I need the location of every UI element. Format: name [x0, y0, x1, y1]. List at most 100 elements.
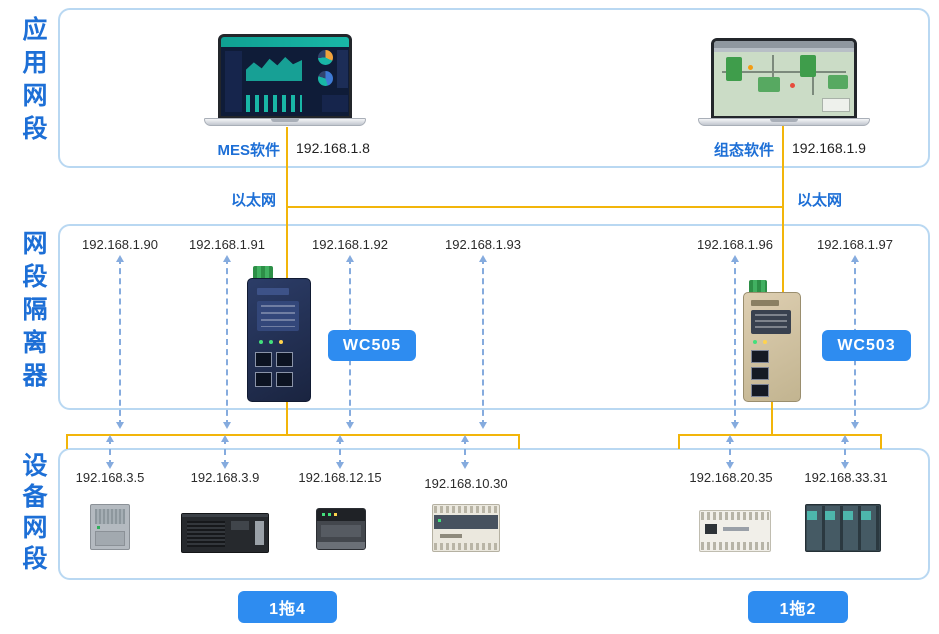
- wc503-terminal-block: [749, 280, 767, 294]
- plc1-status-led: [97, 526, 100, 529]
- plc3-led-2: [328, 513, 331, 516]
- device-ip-5: 192.168.20.35: [689, 470, 773, 485]
- scada-laptop-screen: [711, 38, 857, 118]
- wc505-eth-port-3: [255, 372, 272, 387]
- mapping-arrow-wc505-ip-2: [223, 255, 231, 429]
- wc505-eth-port-2: [276, 352, 293, 367]
- plc-device-4: [432, 504, 500, 552]
- scada-laptop-base: [698, 118, 870, 126]
- mes-ip-label: 192.168.1.8: [296, 140, 370, 156]
- device-ip-1: 192.168.3.5: [75, 470, 145, 485]
- laptop-notch: [271, 119, 299, 122]
- plc2-top-edge: [182, 514, 268, 517]
- wc503-port-ip-2: 192.168.1.97: [817, 237, 893, 252]
- plc2-label: [231, 521, 249, 530]
- mes-screen-donut-1: [318, 50, 333, 65]
- mapping-arrow-device-5: [726, 435, 734, 469]
- wc503-label-lines: [755, 314, 787, 330]
- mapping-arrow-wc505-ip-1: [116, 255, 124, 429]
- scada-tank-4: [828, 75, 848, 89]
- scada-indicator-2: [790, 83, 795, 88]
- wc503-badge: WC503: [822, 330, 911, 361]
- plc3-mid-panel: [321, 525, 361, 537]
- wc505-terminal-block: [253, 266, 273, 280]
- wc503-led-2: [763, 340, 767, 344]
- device-ip-4: 192.168.10.30: [424, 476, 508, 491]
- scada-tank-1: [726, 57, 742, 81]
- scada-ip-label: 192.168.1.9: [792, 140, 866, 156]
- device-ip-2: 192.168.3.9: [190, 470, 260, 485]
- isolator-segment-label: 网段隔离器: [19, 230, 47, 395]
- scada-tank-2: [758, 77, 780, 92]
- plc4-logo: [440, 534, 462, 538]
- plc2-connector: [255, 521, 264, 545]
- plc5-display: [705, 524, 717, 534]
- wc503-eth-port-3: [751, 384, 769, 397]
- device-ip-6: 192.168.33.31: [804, 470, 888, 485]
- mes-screen-bar-chart: [246, 95, 302, 112]
- plc3-led-3: [334, 513, 337, 516]
- scada-software-label: 组态软件: [713, 142, 774, 159]
- wc505-brand-strip: [257, 288, 289, 295]
- scada-panel: [822, 98, 850, 112]
- wc505-port-ip-2: 192.168.1.91: [189, 237, 265, 252]
- wc503-port-ip-1: 192.168.1.96: [697, 237, 773, 252]
- wc503-device-bus: [678, 434, 882, 436]
- wc505-gateway-device: [245, 266, 313, 404]
- wc505-device-bus: [66, 434, 520, 436]
- plc3-bottom-strip: [317, 542, 365, 549]
- ratio-badge-left: 1拖4: [238, 591, 337, 623]
- scada-pipe-vertical-1: [772, 55, 774, 89]
- scada-screen-titlebar: [714, 41, 854, 48]
- mes-screen-header: [221, 37, 349, 47]
- plc4-terminals-bottom: [434, 543, 498, 550]
- scada-pipe-horizontal: [722, 71, 846, 73]
- wc503-bus-end-right: [880, 434, 882, 449]
- plc5-terminals-bottom: [701, 542, 769, 550]
- plc5-brand: [723, 527, 749, 531]
- plc-device-6: [805, 504, 881, 552]
- mes-laptop: [204, 34, 366, 126]
- ethernet-line-horizontal: [286, 206, 784, 208]
- plc1-door: [95, 531, 125, 546]
- mes-screen-donut-2: [318, 71, 333, 86]
- plc-device-1: [90, 504, 130, 550]
- ethernet-label-left: 以太网: [231, 192, 277, 209]
- scada-tank-3: [800, 55, 816, 77]
- wc503-led-1: [753, 340, 757, 344]
- ethernet-line-mes-vertical: [286, 127, 288, 282]
- plc4-panel-led: [438, 519, 441, 522]
- plc4-terminals-top: [434, 506, 498, 513]
- ethernet-line-scada-vertical: [782, 123, 784, 296]
- plc-device-2: [181, 513, 269, 553]
- plc1-vents: [95, 509, 125, 524]
- device-segment-label: 设备网段: [19, 452, 47, 576]
- wc505-led-3: [279, 340, 283, 344]
- ratio-badge-right: 1拖2: [748, 591, 848, 623]
- wc505-led-2: [269, 340, 273, 344]
- mapping-arrow-device-2: [221, 435, 229, 469]
- wc505-port-ip-3: 192.168.1.92: [312, 237, 388, 252]
- wc505-led-1: [259, 340, 263, 344]
- wc503-eth-port-2: [751, 367, 769, 380]
- mes-screen-stat-strip: [322, 95, 348, 112]
- mes-laptop-screen: [218, 34, 352, 118]
- wc503-label-plate: [751, 310, 791, 334]
- wc503-gateway-device: [741, 280, 803, 404]
- wc505-bus-end-right: [518, 434, 520, 449]
- scada-screen-toolbar: [714, 48, 854, 52]
- mes-software-label: MES软件: [217, 142, 280, 159]
- scada-pipe-vertical-2: [812, 65, 814, 95]
- wc505-downlink-line: [286, 398, 288, 436]
- mes-screen-area-chart: [246, 57, 302, 81]
- mapping-arrow-wc503-ip-1: [731, 255, 739, 429]
- wc505-label-lines: [261, 305, 295, 327]
- mapping-arrow-device-6: [841, 435, 849, 469]
- plc4-panel: [434, 515, 498, 529]
- wc505-eth-port-1: [255, 352, 272, 367]
- scada-laptop: [698, 38, 870, 126]
- plc-device-3: [316, 508, 366, 550]
- scada-indicator-1: [748, 65, 753, 70]
- wc505-port-ip-4: 192.168.1.93: [445, 237, 521, 252]
